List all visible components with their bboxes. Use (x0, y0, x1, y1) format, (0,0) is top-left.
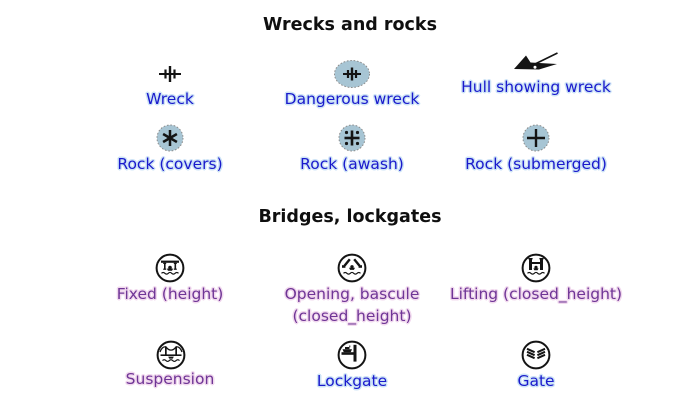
section-title-wrecks-rocks: Wrecks and rocks (263, 15, 437, 35)
lifting-bridge-label: Lifting (closed_height) (449, 285, 623, 303)
rock-awash-label: Rock (awash) (300, 155, 404, 173)
fixed-bridge-label: Fixed (height) (116, 285, 224, 303)
rock-submerged-icon (522, 124, 550, 152)
suspension-bridge-label: Suspension (125, 370, 215, 388)
rock-covers-label: Rock (covers) (117, 155, 223, 173)
rock-covers-icon (156, 124, 184, 152)
dangerous-wreck-label: Dangerous wreck (284, 90, 420, 108)
gate-label: Gate (517, 372, 555, 390)
lockgate-icon (337, 340, 367, 370)
rock-submerged-label: Rock (submerged) (465, 155, 607, 173)
hull-showing-wreck-label: Hull showing wreck (461, 78, 611, 96)
lifting-bridge-icon (521, 253, 551, 283)
lockgate-label: Lockgate (316, 372, 388, 390)
fixed-bridge-icon (155, 253, 185, 283)
bascule-bridge-label: Opening, bascule (closed_height) (284, 285, 420, 325)
gate-icon (521, 340, 551, 370)
wreck-icon (159, 66, 181, 82)
section-title-bridges-lockgates: Bridges, lockgates (258, 207, 442, 227)
bascule-bridge-icon (337, 253, 367, 283)
wreck-label: Wreck (146, 90, 194, 108)
hull-showing-wreck-icon (514, 52, 558, 70)
suspension-bridge-icon (156, 340, 186, 370)
dangerous-wreck-icon (334, 60, 370, 88)
rock-awash-icon (338, 124, 366, 152)
